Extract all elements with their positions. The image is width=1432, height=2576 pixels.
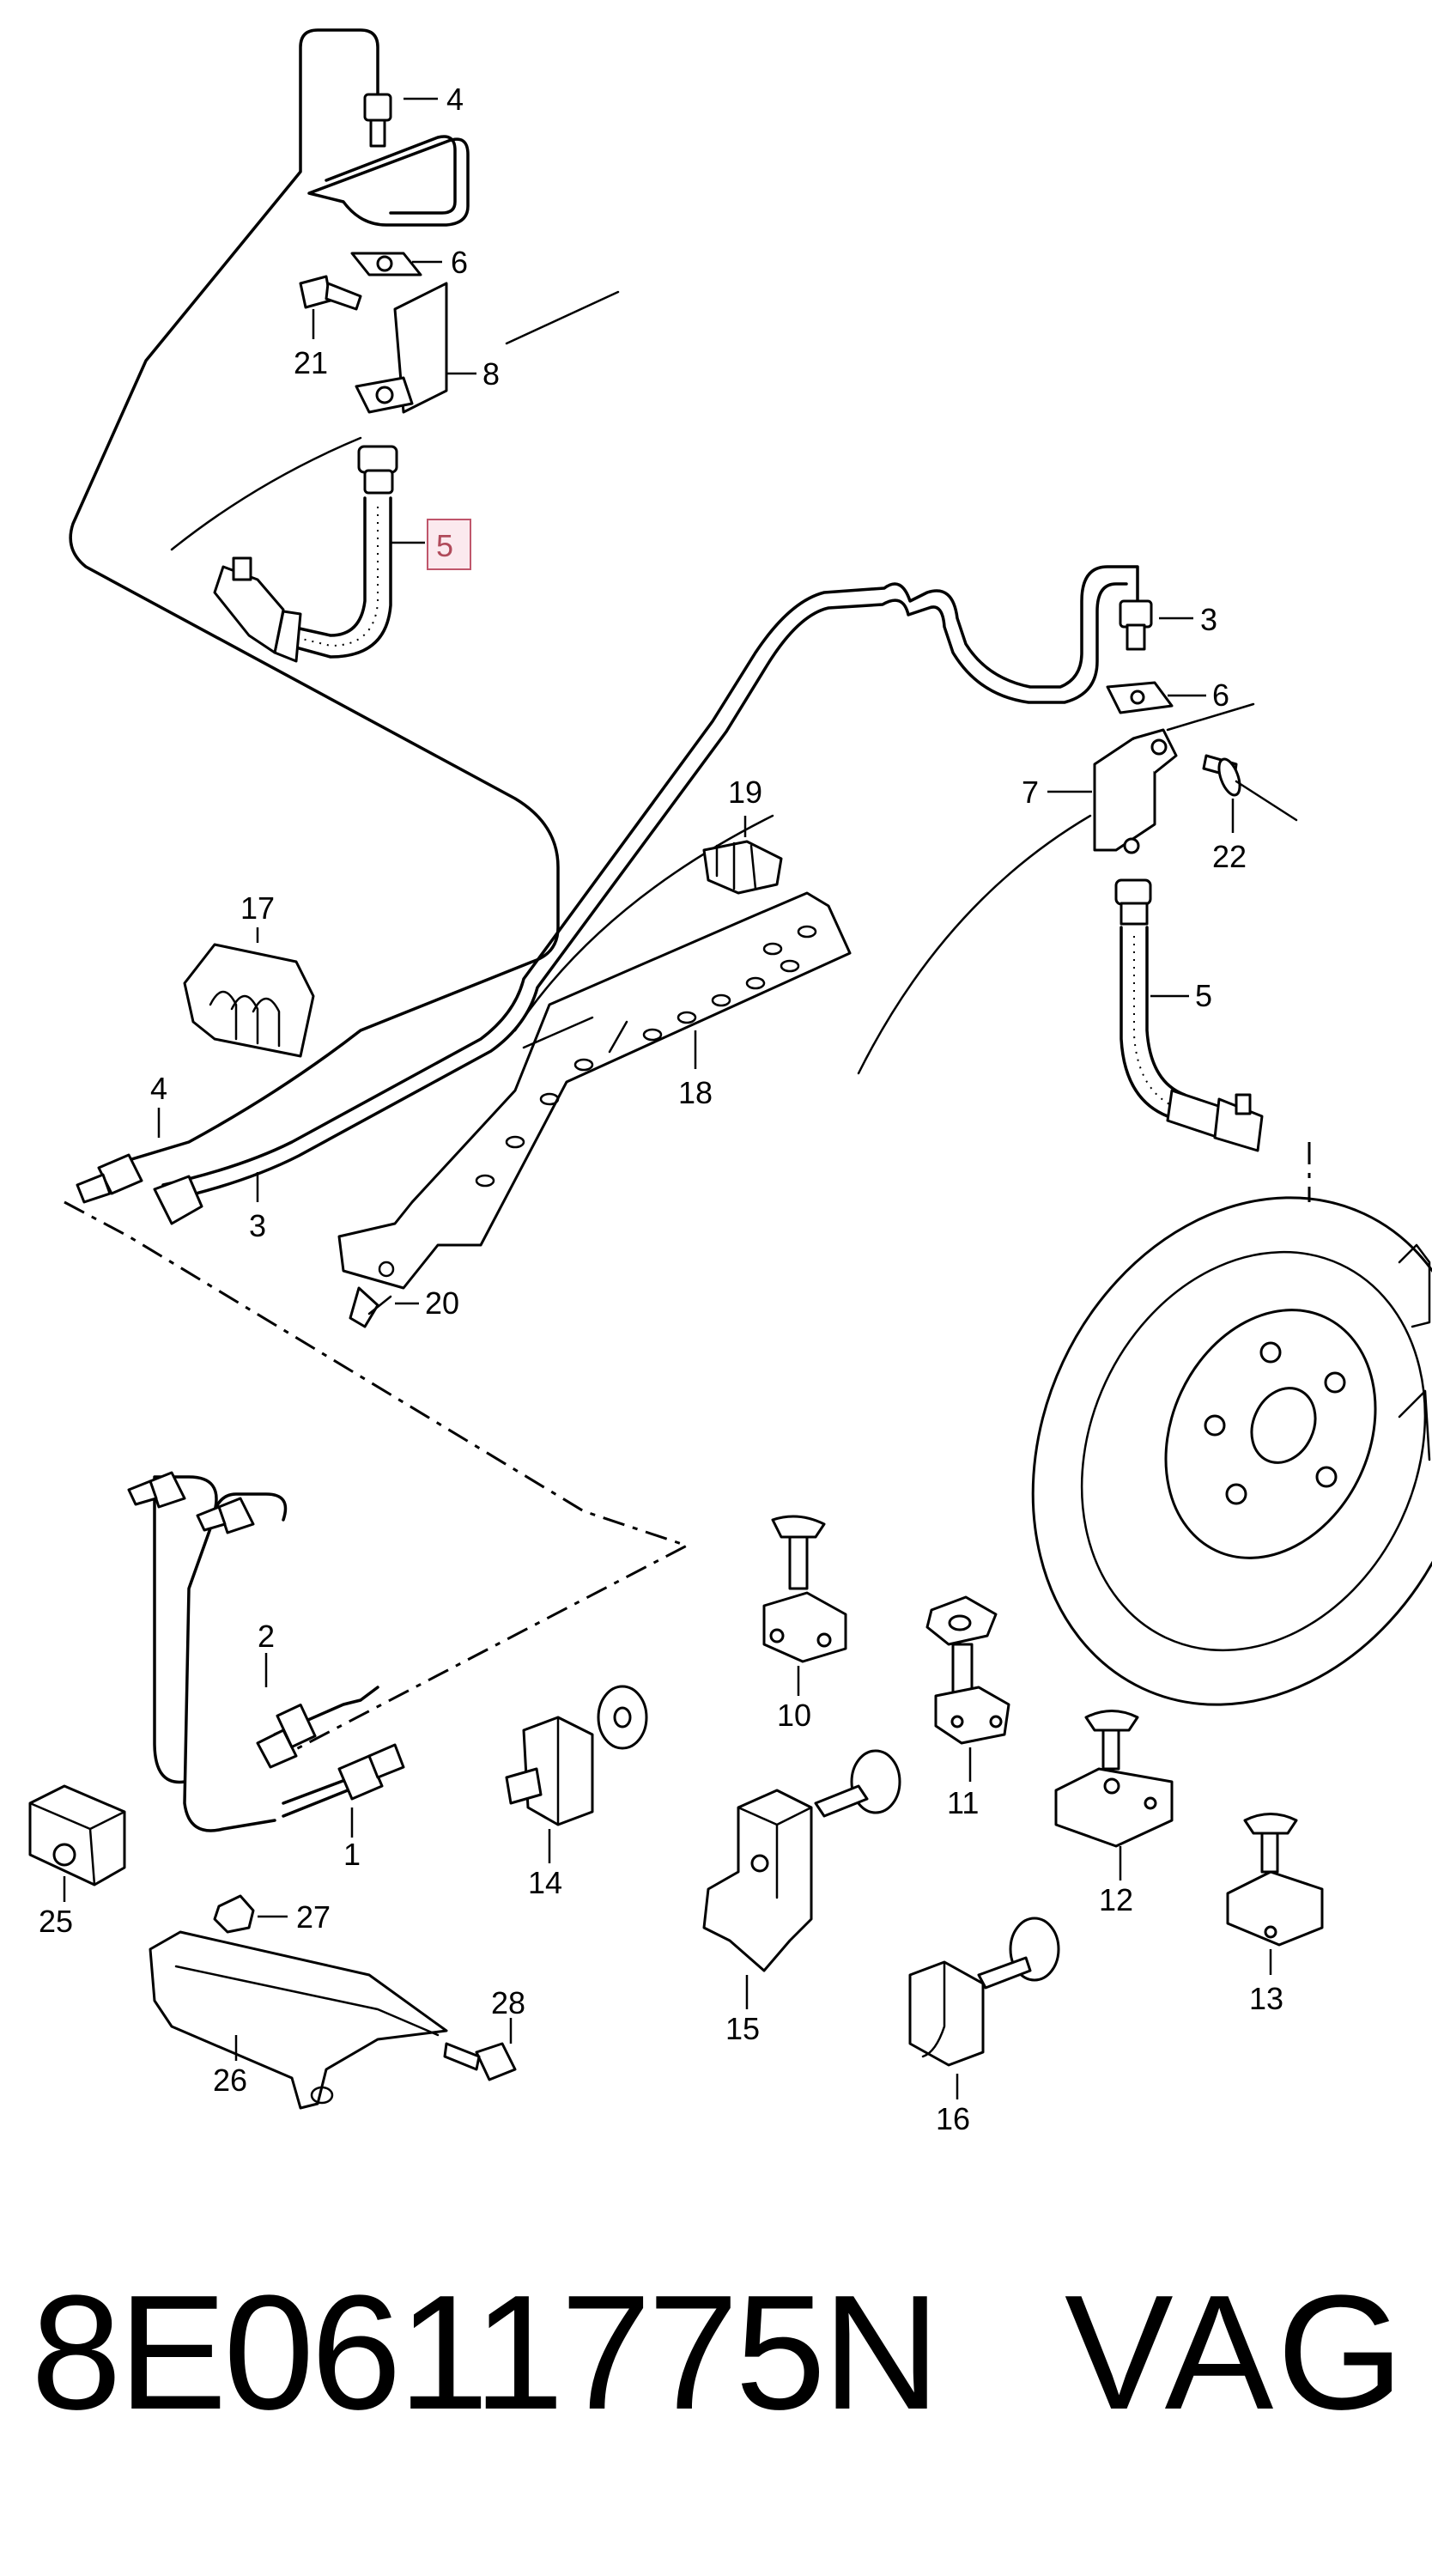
pipe-fittings-lower <box>127 1471 255 1534</box>
part-4-fitting-lower <box>76 1108 161 1204</box>
part-7-bracket <box>1047 728 1178 854</box>
callout-21: 21 <box>294 345 328 380</box>
callout-4-upper: 4 <box>446 82 464 117</box>
part-17-block <box>183 927 315 1058</box>
callout-5-right: 5 <box>1195 978 1212 1013</box>
part-26-shield <box>149 1930 448 2110</box>
part-21-bolt <box>299 275 362 339</box>
part-1-fitting <box>282 1743 405 1838</box>
callout-10: 10 <box>777 1698 811 1733</box>
callout-15: 15 <box>725 2011 760 2046</box>
part-4-fitting-upper <box>363 93 438 148</box>
part-12-clamp <box>1054 1710 1174 1880</box>
part-25-block <box>28 1784 126 1902</box>
part-16-clip <box>908 1917 1060 2099</box>
callout-12: 12 <box>1099 1882 1133 1917</box>
callout-6-right: 6 <box>1212 677 1229 713</box>
brake-line-diagram: 4 6 8 21 5 3 6 7 22 19 5 17 18 4 3 20 2 … <box>28 28 1432 2136</box>
part-2-fitting <box>256 1653 379 1769</box>
callout-25: 25 <box>39 1904 73 1939</box>
part-11-clamp <box>925 1595 1010 1782</box>
brake-disc <box>1031 1142 1432 1706</box>
brand-name: VAG <box>1065 2262 1408 2444</box>
part-3-fitting-right <box>1119 599 1193 651</box>
callout-6-upper: 6 <box>451 245 468 280</box>
part-18-holder-strip <box>337 891 852 1290</box>
part-6-clip-right <box>1106 681 1206 714</box>
part-8-bracket <box>355 282 476 414</box>
part-5-hose-right <box>1114 878 1264 1152</box>
callout-20: 20 <box>425 1285 459 1321</box>
callout-8: 8 <box>482 356 500 392</box>
callout-7: 7 <box>1022 775 1039 810</box>
callout-14: 14 <box>528 1865 562 1900</box>
part-number: 8E0611775N <box>31 2262 940 2444</box>
part-13-clamp <box>1226 1813 1324 1975</box>
highlight-box <box>427 519 471 570</box>
callout-17: 17 <box>240 890 275 926</box>
callout-13: 13 <box>1249 1981 1283 2016</box>
callout-22: 22 <box>1212 839 1247 874</box>
callout-3-lower: 3 <box>249 1208 266 1243</box>
callout-19: 19 <box>728 775 762 810</box>
callout-1: 1 <box>343 1837 361 1872</box>
callout-28: 28 <box>491 1985 525 2020</box>
callout-18: 18 <box>678 1075 713 1110</box>
reference-line <box>64 1200 690 1762</box>
part-6-clip-upper <box>350 252 442 276</box>
part-20-screw <box>349 1286 419 1328</box>
callout-2: 2 <box>258 1619 275 1654</box>
part-10-clamp <box>762 1515 847 1696</box>
part-5-hose-upper <box>213 445 425 663</box>
part-22-rivet <box>1202 754 1298 833</box>
callout-5-upper: 5 <box>436 528 453 563</box>
callout-11: 11 <box>947 1785 979 1820</box>
part-3-fitting-lower <box>153 1172 259 1225</box>
callout-16: 16 <box>936 2101 970 2136</box>
brake-pipes <box>69 28 1139 1832</box>
part-15-holder <box>702 1749 901 2009</box>
callout-27: 27 <box>296 1899 331 1935</box>
part-14-clip <box>505 1685 648 1863</box>
body-outline <box>170 290 1255 1075</box>
part-28-bolt <box>443 2018 517 2081</box>
callout-labels: 4 6 8 21 5 3 6 7 22 19 5 17 18 4 3 20 2 … <box>39 82 1283 2136</box>
callout-3-right: 3 <box>1200 602 1217 637</box>
callout-4-lower: 4 <box>150 1071 167 1106</box>
callout-26: 26 <box>213 2063 247 2098</box>
footer: 8E0611775N VAG <box>0 2267 1432 2439</box>
part-19-clip <box>702 816 783 895</box>
part-27-nut <box>213 1894 288 1934</box>
